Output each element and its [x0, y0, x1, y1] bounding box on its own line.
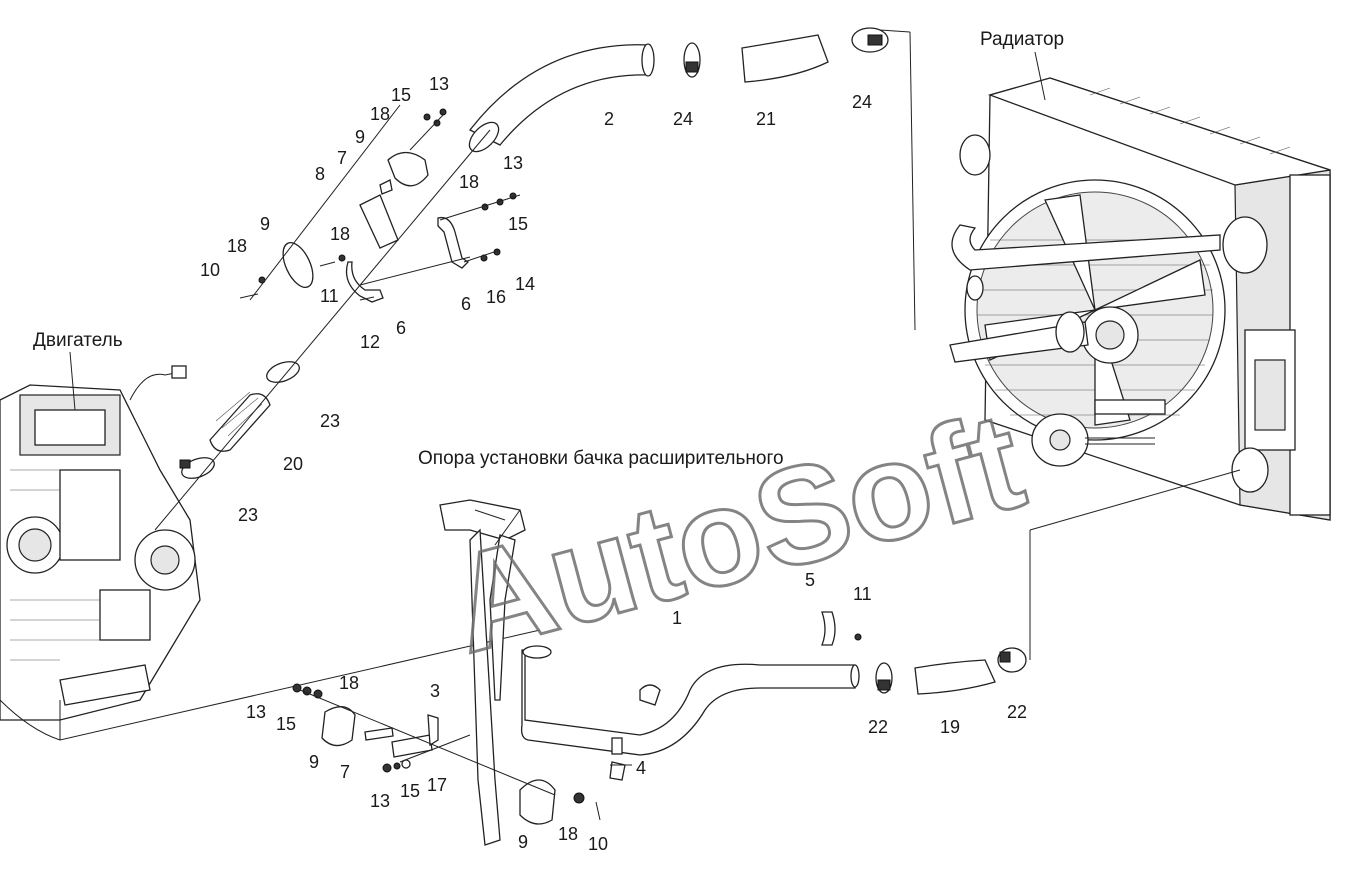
part-2-pipe — [468, 43, 655, 153]
callout: 14 — [515, 274, 535, 294]
callout: 24 — [673, 109, 693, 129]
callout: 7 — [337, 148, 347, 168]
callout: 19 — [940, 717, 960, 737]
watermark: AutoSoft — [435, 383, 1037, 683]
callout: 5 — [805, 570, 815, 590]
part-5-bracket — [821, 611, 862, 646]
callout: 21 — [756, 109, 776, 129]
callout: 9 — [355, 127, 365, 147]
part-21-hose — [741, 34, 829, 83]
callout: 24 — [852, 92, 872, 112]
callout: 9 — [518, 832, 528, 852]
callout: 18 — [227, 236, 247, 256]
part-1-pipe — [520, 645, 860, 756]
part-24-clamp-a — [683, 42, 701, 78]
label-engine: Двигатель — [33, 330, 123, 351]
part-23-clamp-b — [179, 457, 215, 479]
callout: 1 — [672, 608, 682, 628]
callout: 13 — [503, 153, 523, 173]
callout: 23 — [320, 411, 340, 431]
callout: 15 — [391, 85, 411, 105]
callout: 11 — [853, 584, 872, 604]
lower-hardware — [292, 683, 601, 825]
callout: 18 — [339, 673, 359, 693]
part-19-hose — [914, 659, 996, 695]
callout: 2 — [604, 109, 614, 129]
callout: 13 — [429, 74, 449, 94]
callout: 22 — [868, 717, 888, 737]
callout: 8 — [315, 164, 325, 184]
callout: 22 — [1007, 702, 1027, 722]
callout: 18 — [459, 172, 479, 192]
radiator-assembly — [949, 77, 1331, 521]
callout: 4 — [636, 758, 646, 778]
callout: 6 — [396, 318, 406, 338]
callout: 12 — [360, 332, 380, 352]
part-22-clamp-b — [997, 647, 1027, 673]
part-22-clamp-a — [875, 662, 893, 694]
label-support: Опора установки бачка расширительного — [418, 448, 784, 469]
callout: 10 — [588, 834, 608, 854]
callout: 3 — [430, 681, 440, 701]
callout: 15 — [400, 781, 420, 801]
callout: 10 — [200, 260, 220, 280]
leader-lines — [154, 29, 1241, 796]
callout: 15 — [276, 714, 296, 734]
callout: 16 — [486, 287, 506, 307]
callout: 7 — [340, 762, 350, 782]
part-20-hose — [209, 391, 271, 452]
callout: 17 — [427, 775, 447, 795]
callout: 11 — [320, 286, 339, 306]
callout: 18 — [558, 824, 578, 844]
expansion-tank-support — [439, 499, 526, 846]
callout: 18 — [370, 104, 390, 124]
part-4-fitting — [609, 761, 626, 781]
callout: 15 — [508, 214, 528, 234]
part-24-clamp-b — [851, 27, 889, 53]
callout: 9 — [309, 752, 319, 772]
callout: 6 — [461, 294, 471, 314]
callout: 13 — [246, 702, 266, 722]
engine-assembly — [0, 365, 201, 721]
callout: 9 — [260, 214, 270, 234]
label-radiator: Радиатор — [980, 29, 1064, 50]
callout: 20 — [283, 454, 303, 474]
callout: 18 — [330, 224, 350, 244]
callout: 23 — [238, 505, 258, 525]
callouts: 13 15 18 9 7 8 9 18 10 11 18 12 6 6 16 1… — [200, 74, 1027, 854]
callout: 13 — [370, 791, 390, 811]
